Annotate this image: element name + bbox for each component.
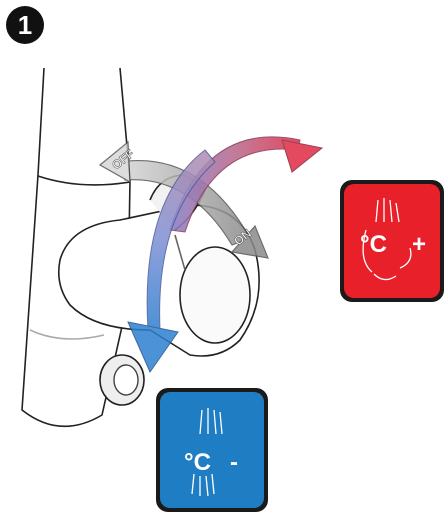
hot-sign-label: + bbox=[412, 231, 426, 258]
outlet-knob bbox=[100, 355, 144, 405]
cold-water-tile: °C - bbox=[156, 388, 268, 512]
hot-water-tile: °C + bbox=[340, 180, 444, 302]
cold-unit-label: °C bbox=[184, 449, 211, 476]
cold-sign-label: - bbox=[230, 449, 238, 476]
hot-unit-label: °C bbox=[360, 231, 387, 258]
